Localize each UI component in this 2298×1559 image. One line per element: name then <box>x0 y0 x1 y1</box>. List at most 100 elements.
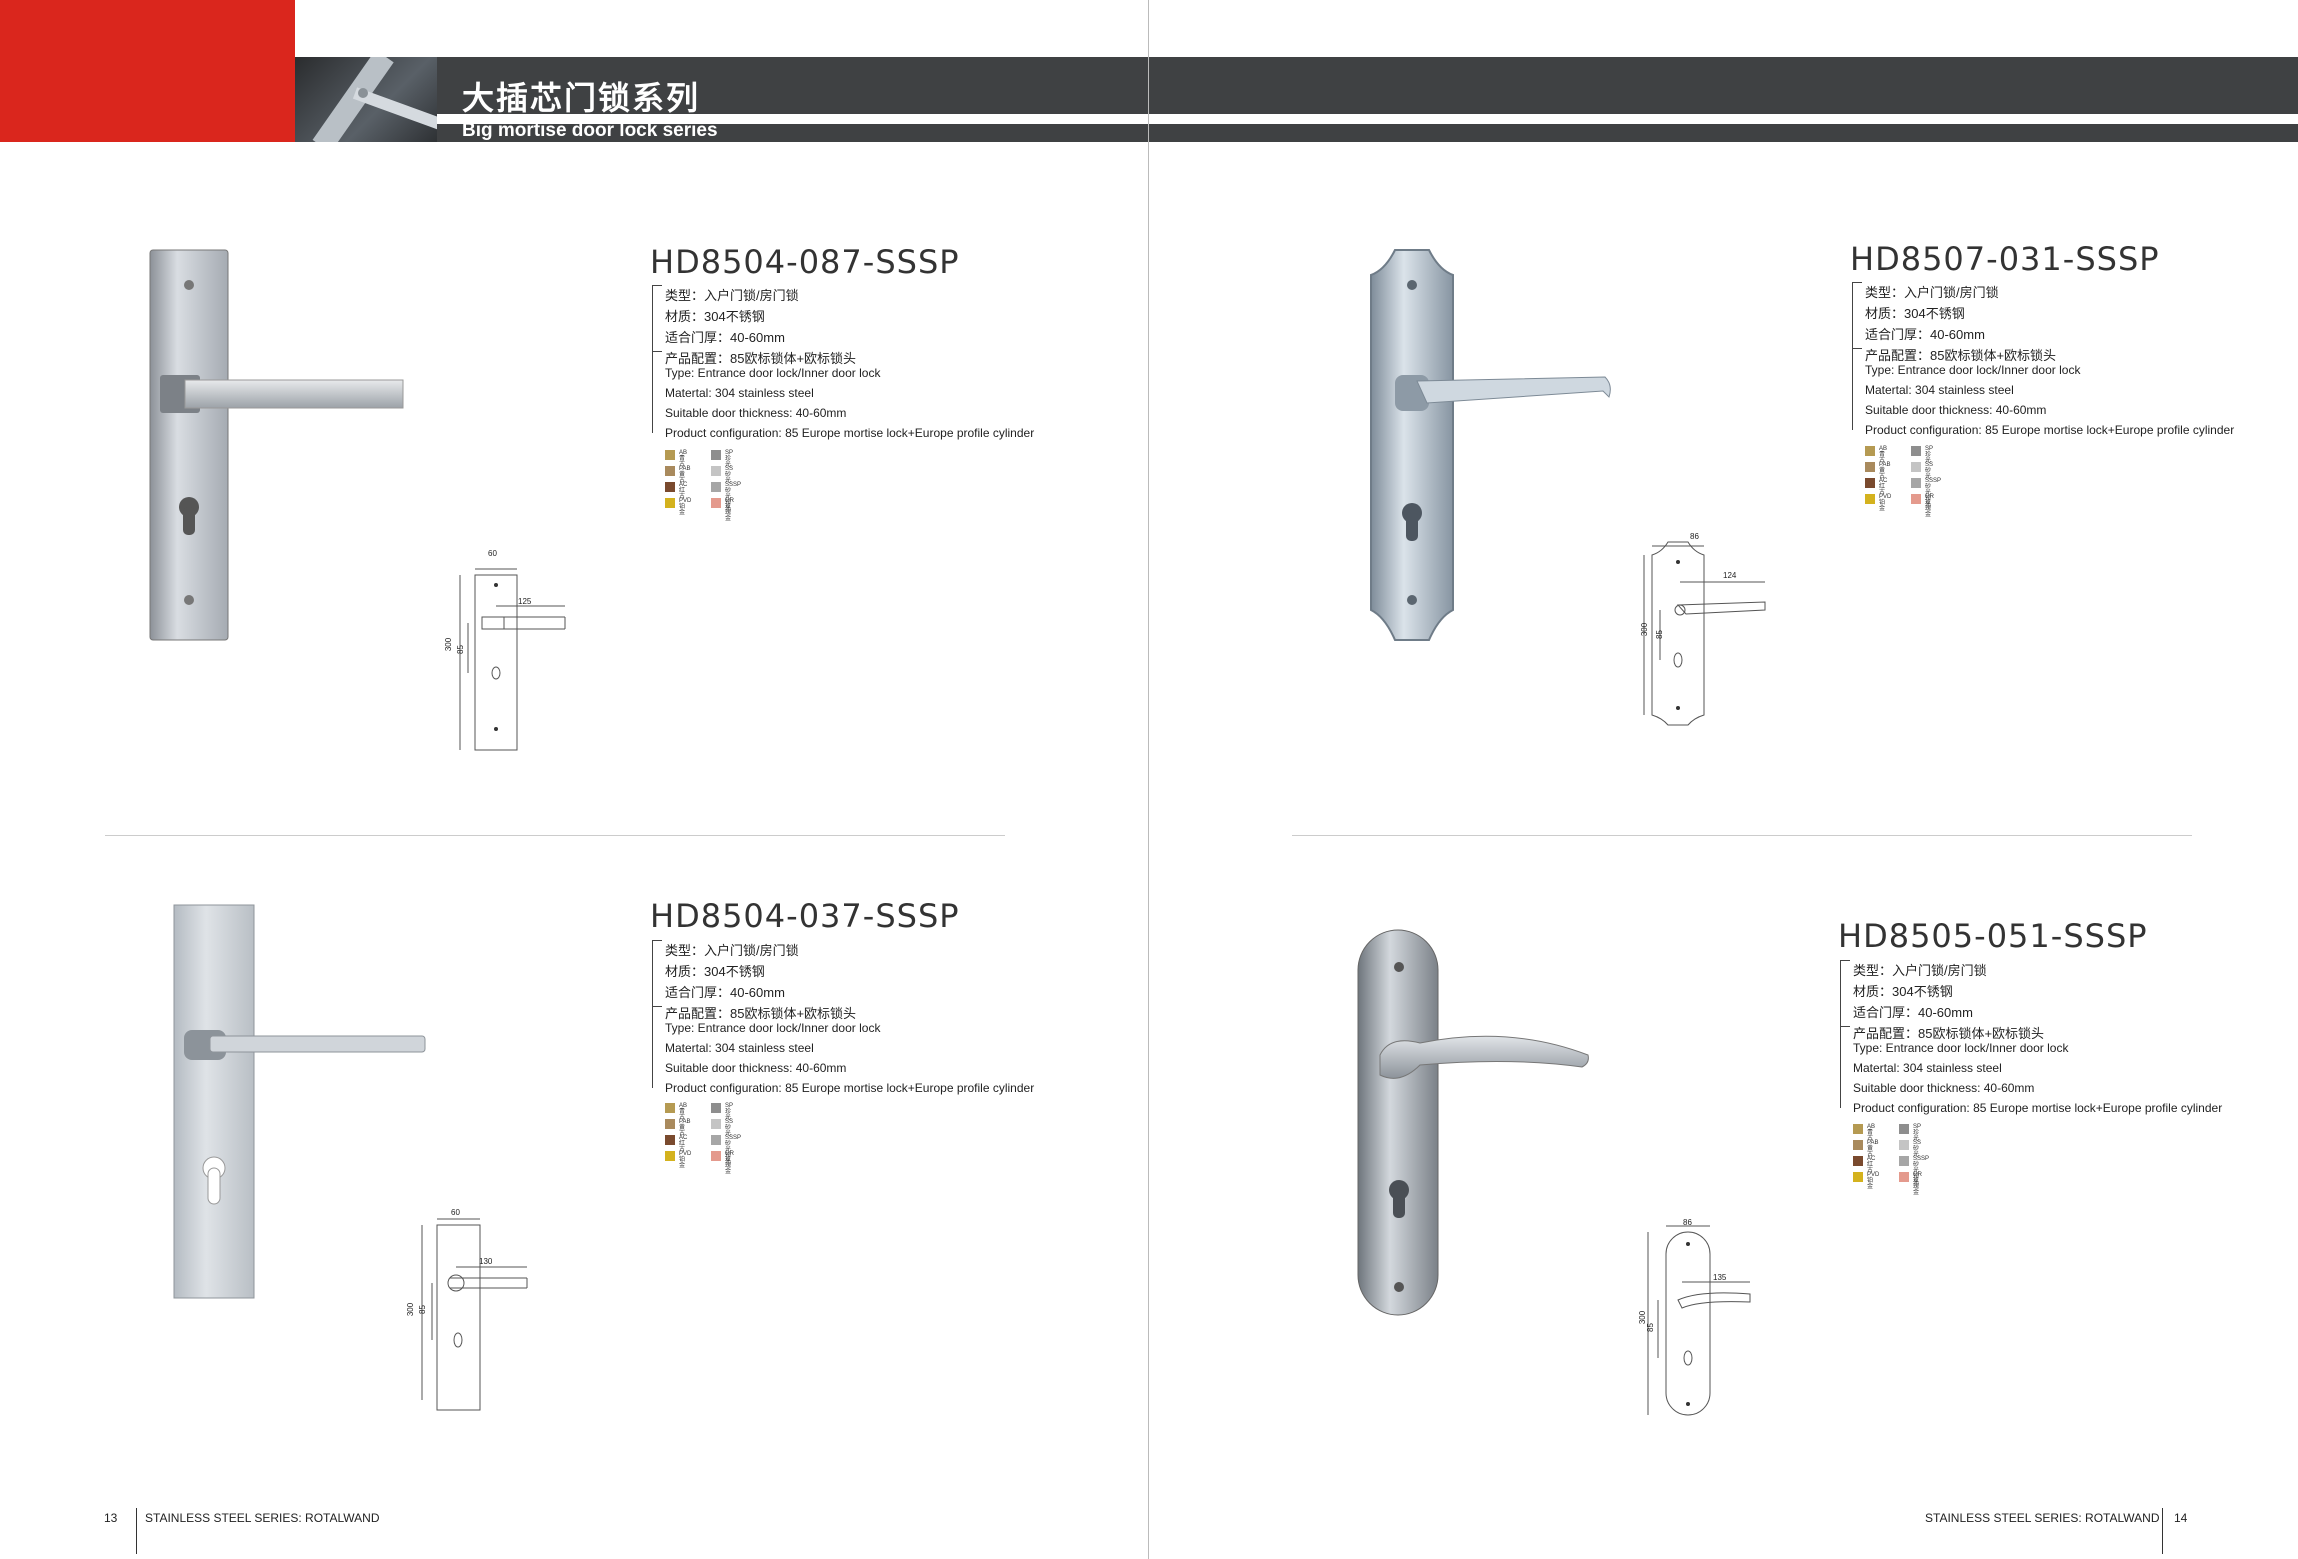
finish-name: 玫瑰金 <box>1913 1178 1920 1196</box>
finish-code: SP <box>725 1103 734 1109</box>
product-1-model: HD8504-087-SSSP <box>650 243 960 281</box>
finish-swatch-ac <box>1865 478 1875 488</box>
product-3-dimension-drawing <box>1643 541 1766 726</box>
finish-swatch-sp <box>1899 1124 1909 1134</box>
finish-code: GR <box>725 498 734 504</box>
header-red-block <box>0 0 295 142</box>
finish-swatch-pab <box>665 466 675 476</box>
finish-name: 砂光 <box>725 472 732 484</box>
finish-swatch-ab <box>1853 1124 1863 1134</box>
finish-code: SP <box>1913 1124 1922 1130</box>
finish-swatch-sssp <box>711 1135 721 1145</box>
footer-rule-left <box>136 1508 137 1554</box>
finish-code: SS <box>1925 462 1934 468</box>
thumbnail-handle-image <box>312 57 437 142</box>
finish-code: AB <box>679 450 688 456</box>
spec-config-en: Product configuration: 85 Europe mortise… <box>665 426 1035 440</box>
page-title-en: Big mortise door lock series <box>462 120 718 141</box>
finish-name: 珍光 <box>725 456 732 468</box>
footer-series-right: STAINLESS STEEL SERIES: ROTALWAND <box>1925 1511 2160 1525</box>
finish-swatch-pab <box>1865 462 1875 472</box>
finish-swatch-pab <box>665 1119 675 1129</box>
spec-thickness-en: Suitable door thickness: 40-60mm <box>1853 1081 2035 1095</box>
finish-name: 黄古 <box>1879 468 1886 480</box>
finish-swatch-pvd <box>1853 1172 1863 1182</box>
finish-code: SS <box>725 1119 734 1125</box>
spec-material-en: Matertal: 304 stainless steel <box>665 1041 814 1055</box>
finish-name: 黄古 <box>679 472 686 484</box>
finish-swatch-sp <box>711 1103 721 1113</box>
finish-name: 青古 <box>1867 1130 1874 1142</box>
finish-name: 玫瑰金 <box>725 1157 732 1175</box>
finish-swatch-pab <box>1853 1140 1863 1150</box>
finish-name: 红古 <box>679 1141 686 1153</box>
finish-code: AC <box>679 1135 688 1141</box>
product-4-dimension-drawing <box>1647 1225 1751 1416</box>
finish-swatch-gr <box>711 498 721 508</box>
spec-type-cn: 类型：入户门锁/房门锁 <box>1865 285 1999 300</box>
spec-material-cn: 材质：304不锈钢 <box>665 309 765 324</box>
spec-thickness-cn: 适合门厚：40-60mm <box>1865 327 1985 342</box>
dim-height: 300 <box>1640 622 1650 637</box>
spec-type-cn: 类型：入户门锁/房门锁 <box>1853 963 1987 978</box>
finish-code: AC <box>1867 1156 1876 1162</box>
finish-code: PVD <box>1867 1172 1880 1178</box>
dim-width: 86 <box>1683 1218 1692 1227</box>
dim-center: 85 <box>455 645 465 654</box>
finish-code: PVD <box>679 498 692 504</box>
page-number-left: 13 <box>104 1511 118 1525</box>
footer-rule-right <box>2162 1508 2163 1554</box>
spec-thickness-cn: 适合门厚：40-60mm <box>665 985 785 1000</box>
finish-code: PVD <box>679 1151 692 1157</box>
finish-code: SS <box>725 466 734 472</box>
finish-code: AC <box>679 482 688 488</box>
spec-type-en: Type: Entrance door lock/Inner door lock <box>665 1021 881 1035</box>
finish-name: 砂光珍光 <box>725 488 732 512</box>
finish-name: 砂光 <box>725 1125 732 1137</box>
spec-thickness-cn: 适合门厚：40-60mm <box>1853 1005 1973 1020</box>
product-3-model: HD8507-031-SSSP <box>1850 240 2160 278</box>
dim-width: 60 <box>451 1208 460 1217</box>
finish-name: 青古 <box>679 456 686 468</box>
spec-material-cn: 材质：304不锈钢 <box>1853 984 1953 999</box>
finish-code: AB <box>679 1103 688 1109</box>
spec-thickness-en: Suitable door thickness: 40-60mm <box>665 1061 847 1075</box>
finish-name: 铂金 <box>1879 500 1886 512</box>
dim-height: 300 <box>444 637 454 652</box>
finish-code: SP <box>1925 446 1934 452</box>
finish-name: 玫瑰金 <box>1925 500 1932 518</box>
spec-type-en: Type: Entrance door lock/Inner door lock <box>1853 1041 2069 1055</box>
spec-config-en: Product configuration: 85 Europe mortise… <box>1853 1101 2223 1115</box>
finish-swatch-pvd <box>665 498 675 508</box>
finish-name: 黄古 <box>1867 1146 1874 1158</box>
finish-code: SS <box>1913 1140 1922 1146</box>
finish-name: 红古 <box>1867 1162 1874 1174</box>
finish-swatch-ss <box>1899 1140 1909 1150</box>
header-title-bar <box>295 57 2298 114</box>
finish-code: PAB <box>679 1119 691 1125</box>
dim-height: 300 <box>406 1302 416 1317</box>
footer-series-left: STAINLESS STEEL SERIES: ROTALWAND <box>145 1511 380 1525</box>
finish-name: 铂金 <box>679 1157 686 1169</box>
spec-material-cn: 材质：304不锈钢 <box>665 964 765 979</box>
finish-name: 珍光 <box>725 1109 732 1121</box>
finish-name: 砂光 <box>1913 1146 1920 1158</box>
finish-swatch-sssp <box>1899 1156 1909 1166</box>
finish-code: SSSP <box>1913 1156 1930 1162</box>
finish-code: GR <box>725 1151 734 1157</box>
product-2-model: HD8504-037-SSSP <box>650 897 960 935</box>
divider-left <box>105 835 1005 836</box>
finish-code: SSSP <box>725 1135 742 1141</box>
finish-name: 砂光珍光 <box>1925 484 1932 508</box>
finish-name: 铂金 <box>679 504 686 516</box>
finish-swatch-gr <box>1899 1172 1909 1182</box>
spec-type-en: Type: Entrance door lock/Inner door lock <box>665 366 881 380</box>
dim-center: 85 <box>1645 1323 1655 1332</box>
finish-name: 珍光 <box>1913 1130 1920 1142</box>
header-subtitle-bar <box>295 124 2298 142</box>
page-number-right: 14 <box>2174 1511 2188 1525</box>
finish-swatch-ac <box>665 482 675 492</box>
product-4-model: HD8505-051-SSSP <box>1838 917 2148 955</box>
spec-material-en: Matertal: 304 stainless steel <box>1865 383 2014 397</box>
finish-name: 珍光 <box>1925 452 1932 464</box>
